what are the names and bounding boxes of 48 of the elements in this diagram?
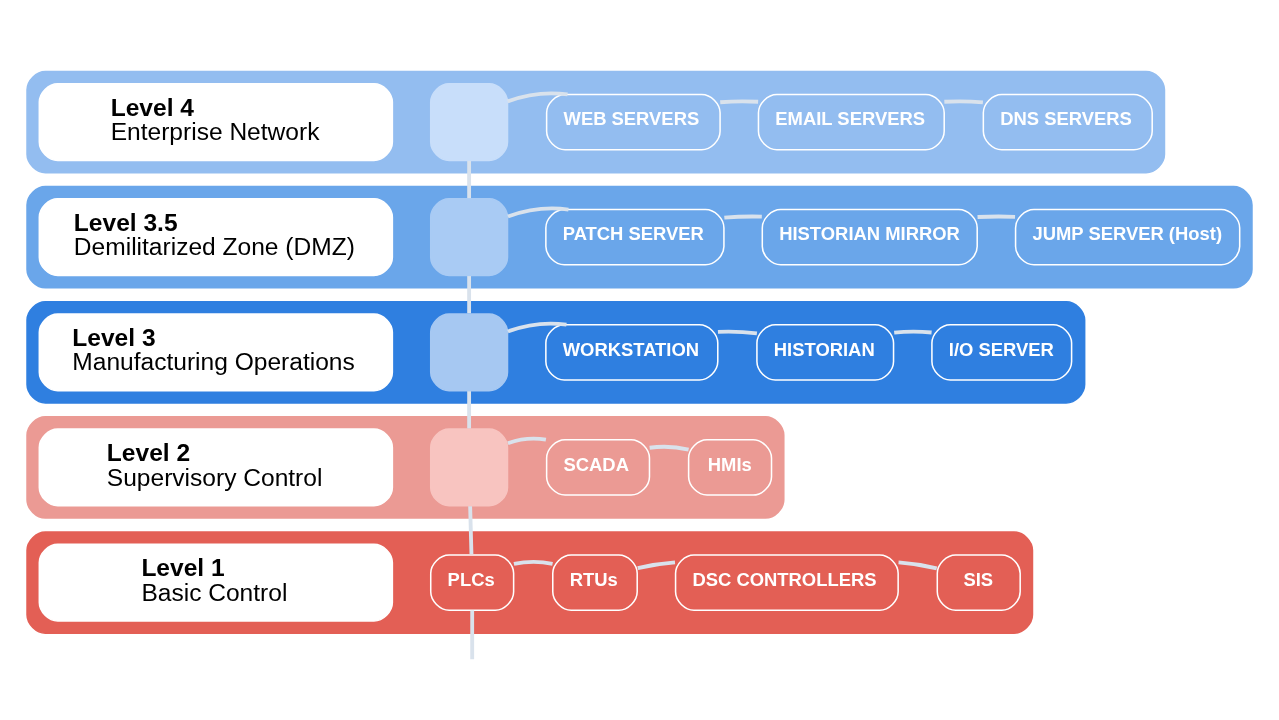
connector [649,444,689,452]
node-box: HMIs [687,439,773,496]
node-box: SIS [936,554,1021,611]
connector [724,214,762,220]
node-box [429,82,509,162]
node-box: Level 3 Manufacturing Operations [38,313,394,392]
node-box: HISTORIAN MIRROR [761,208,978,266]
connector [467,160,472,199]
connector [507,321,567,334]
node-box: Level 2 Supervisory Control [38,428,394,507]
node-box: PLCs [429,554,515,611]
node-box: JUMP SERVER (Host) [1014,208,1241,266]
connector [513,559,553,566]
node-box: DNS SERVERS [982,93,1153,151]
cluster [26,416,785,519]
node-box: DSC CONTROLLERS [674,554,899,611]
connector [468,506,474,555]
connector [467,276,472,314]
node-box: RTUs [552,554,638,611]
node-box [429,198,509,277]
node-box: Level 3.5 Demilitarized Zone (DMZ) [38,198,394,277]
node-box: Level 1 Basic Control [38,543,394,622]
cluster [26,70,1166,174]
connector [470,610,475,660]
connector [898,560,938,571]
node-box: SCADA [545,439,651,496]
connector [720,99,759,105]
connector [467,391,472,429]
node-box: WEB SERVERS [545,93,721,151]
connector [507,206,569,219]
node-box: I/O SERVER [931,323,1073,381]
node-box: Level 4 Enterprise Network [38,82,394,162]
node-box: PATCH SERVER [545,208,725,266]
cluster [26,300,1086,404]
connector [944,99,984,105]
cluster [26,185,1253,289]
connector [507,436,547,446]
node-box [429,313,509,392]
node-box [429,428,509,507]
connector [894,329,932,335]
connector [506,91,568,104]
connector [977,214,1016,219]
node-box: HISTORIAN [756,323,895,381]
node-box: WORKSTATION [545,323,719,381]
connector [717,329,758,336]
connector [637,560,676,571]
cluster [26,531,1034,634]
node-box: EMAIL SERVERS [757,93,945,151]
